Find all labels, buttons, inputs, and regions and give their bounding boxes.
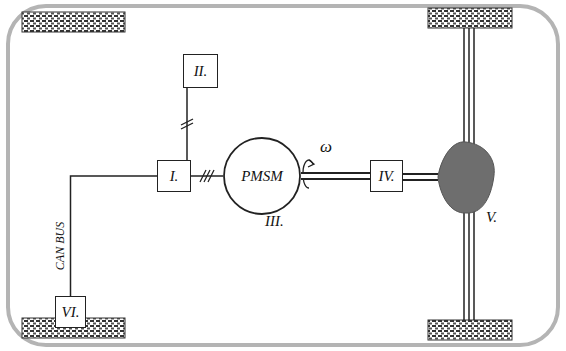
node-text: PMSM <box>241 169 283 184</box>
tire <box>22 12 125 32</box>
motor-circle: PMSMIII. <box>223 137 301 215</box>
angular-speed-label: ω <box>320 138 332 155</box>
controller-box: I. <box>157 160 191 192</box>
node-text: I. <box>170 169 179 184</box>
node-label: III. <box>265 214 284 229</box>
differential-shape: V. <box>438 140 500 214</box>
tire <box>428 8 512 28</box>
drive-shaft <box>301 176 370 177</box>
node-text: II. <box>194 64 208 79</box>
wire-connector <box>191 170 223 182</box>
vehicle-control-box: VI. <box>55 296 86 328</box>
gearbox-box: IV. <box>370 160 403 192</box>
node-label: V. <box>486 210 497 225</box>
node-text: IV. <box>379 169 395 184</box>
tire <box>428 320 512 340</box>
drive-shaft <box>403 177 438 178</box>
wire-connector <box>71 176 158 296</box>
wire-connector <box>181 88 193 160</box>
differential-shape-outline <box>438 140 500 214</box>
car-body-outline <box>8 6 558 345</box>
bus-label: CAN BUS <box>55 221 67 271</box>
battery-box: II. <box>183 54 218 88</box>
node-text: VI. <box>62 305 80 320</box>
